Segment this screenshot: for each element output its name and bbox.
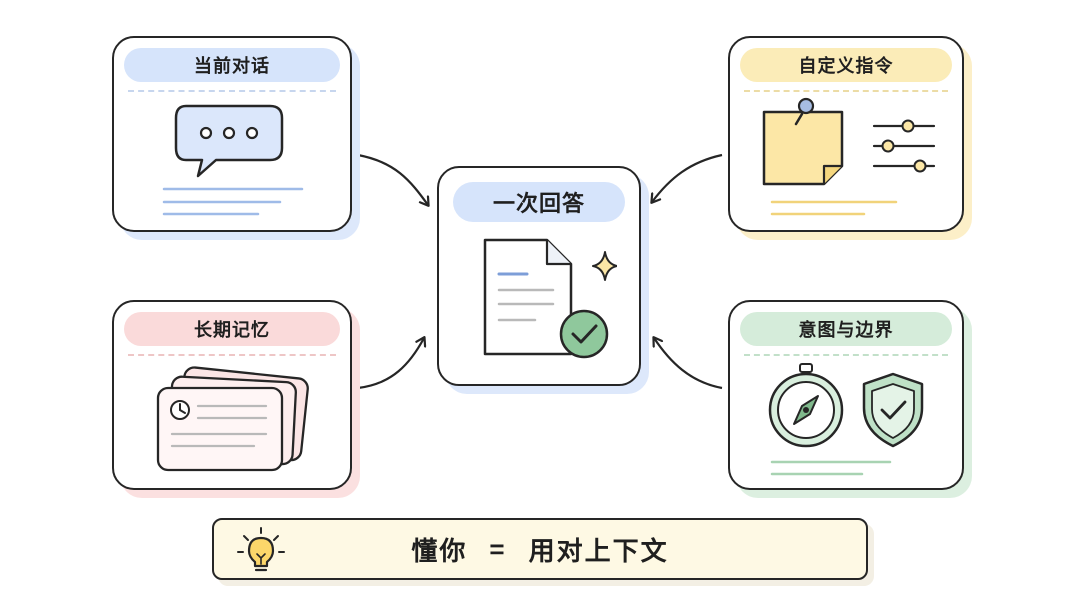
check-badge-icon [559, 309, 609, 359]
card-title-current-conversation: 当前对话 [124, 48, 340, 82]
center-title: 一次回答 [453, 182, 625, 222]
formula-text: 懂你 = 用对上下文 [411, 531, 668, 568]
text-lines-decoration [770, 460, 892, 476]
arrow-from-memory [357, 338, 424, 390]
text-lines-decoration [162, 187, 304, 216]
answer-illustration [483, 238, 617, 359]
arrow-from-intent [654, 338, 723, 390]
formula-right: 用对上下文 [528, 535, 669, 566]
compass-icon [768, 363, 844, 448]
lightbulb-icon [237, 527, 285, 572]
divider [128, 90, 336, 92]
arrow-from-instructions [652, 153, 723, 202]
formula-equals: = [489, 533, 507, 564]
card-intent-boundaries: 意图与边界 [728, 300, 964, 490]
arrow-from-conversation [357, 153, 428, 205]
card-custom-instructions: 自定义指令 [728, 36, 964, 232]
card-title-custom-instructions: 自定义指令 [740, 48, 952, 82]
center-card-single-answer: 一次回答 [437, 166, 641, 386]
document-icon [483, 238, 573, 356]
text-lines-decoration [770, 200, 898, 216]
memory-cards-icon [156, 366, 309, 472]
divider [744, 90, 948, 92]
sparkle-icon [592, 251, 617, 281]
card-current-conversation: 当前对话 [112, 36, 352, 232]
divider [744, 354, 948, 356]
sticky-note-icon [762, 97, 844, 186]
formula-left: 懂你 [411, 535, 468, 566]
chat-bubble-icon [174, 104, 284, 178]
sliders-icon [872, 119, 936, 173]
divider [128, 354, 336, 356]
card-title-long-term-memory: 长期记忆 [124, 312, 340, 346]
card-long-term-memory: 长期记忆 [112, 300, 352, 490]
formula-bar: 懂你 = 用对上下文 [212, 518, 868, 580]
shield-check-icon [862, 372, 924, 448]
card-title-intent-boundaries: 意图与边界 [740, 312, 952, 346]
